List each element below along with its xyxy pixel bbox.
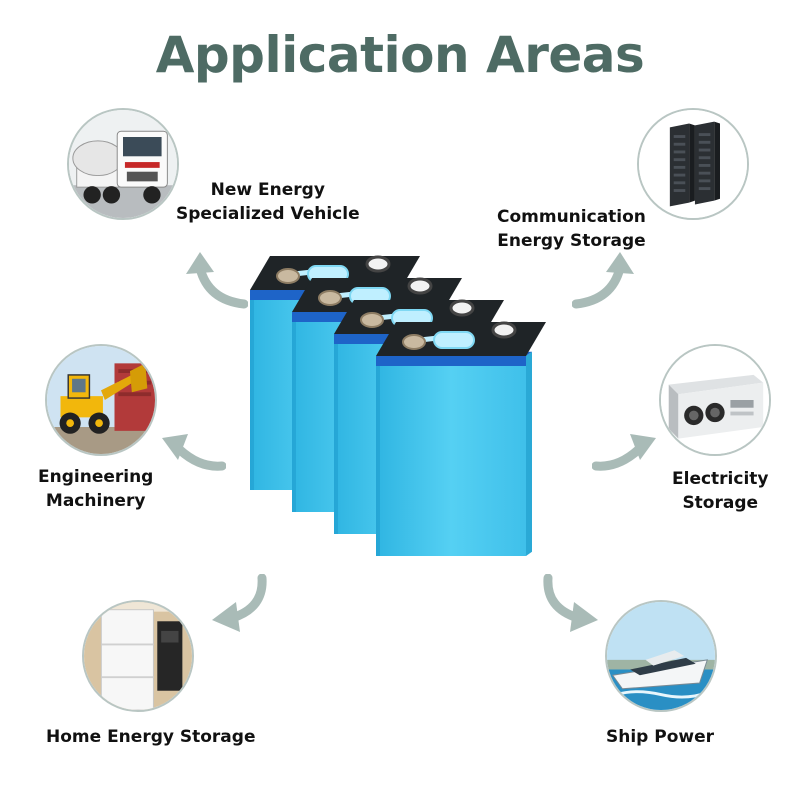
vent-icon bbox=[433, 331, 475, 349]
terminal-negative-icon bbox=[402, 334, 426, 350]
power-cabinet-icon bbox=[661, 346, 769, 454]
wheel-loader-icon bbox=[47, 346, 155, 454]
label-communication: Communication Energy Storage bbox=[497, 205, 646, 253]
label-electricity-line-2: Storage bbox=[682, 493, 759, 513]
vehicle-image bbox=[67, 108, 179, 220]
server-rack-icon bbox=[639, 110, 747, 218]
yacht-icon bbox=[607, 602, 715, 710]
terminal-positive-icon bbox=[407, 277, 433, 295]
terminal-negative-icon bbox=[276, 268, 300, 284]
electricity-image bbox=[659, 344, 771, 456]
label-home-line-1: Home Energy Storage bbox=[46, 727, 256, 747]
arrow-to-home-icon bbox=[212, 574, 267, 632]
label-ship-line-1: Ship Power bbox=[606, 727, 715, 747]
terminal-negative-icon bbox=[318, 290, 342, 306]
page-title: Application Areas bbox=[155, 26, 645, 84]
arrow-to-communication-icon bbox=[572, 252, 634, 309]
label-machinery-line-2: Machinery bbox=[45, 491, 146, 511]
machinery-image bbox=[45, 344, 157, 456]
label-vehicle-line-2: Specialized Vehicle bbox=[176, 204, 360, 224]
label-machinery: Engineering Machinery bbox=[38, 465, 153, 513]
arrow-to-vehicle-icon bbox=[186, 252, 248, 309]
arrow-to-electricity-icon bbox=[592, 434, 656, 471]
terminal-positive-icon bbox=[449, 299, 475, 317]
label-electricity-line-1: Electricity bbox=[672, 469, 769, 489]
label-communication-line-1: Communication bbox=[497, 207, 646, 227]
label-ship: Ship Power bbox=[606, 725, 714, 749]
terminal-negative-icon bbox=[360, 312, 384, 328]
terminal-positive-icon bbox=[491, 321, 517, 339]
label-home: Home Energy Storage bbox=[46, 725, 255, 749]
home-image bbox=[82, 600, 194, 712]
label-electricity: Electricity Storage bbox=[672, 467, 769, 515]
label-vehicle: New Energy Specialized Vehicle bbox=[176, 178, 360, 226]
communication-image bbox=[637, 108, 749, 220]
battery-cell bbox=[376, 321, 546, 556]
ship-image bbox=[605, 600, 717, 712]
home-battery-icon bbox=[84, 602, 192, 710]
arrow-to-machinery-icon bbox=[162, 434, 226, 471]
arrow-to-ship-icon bbox=[543, 574, 598, 632]
label-communication-line-2: Energy Storage bbox=[497, 231, 646, 251]
label-vehicle-line-1: New Energy bbox=[210, 180, 325, 200]
terminal-positive-icon bbox=[365, 255, 391, 273]
battery-cells-image bbox=[250, 255, 546, 556]
truck-icon bbox=[69, 110, 177, 218]
label-machinery-line-1: Engineering bbox=[38, 467, 154, 487]
